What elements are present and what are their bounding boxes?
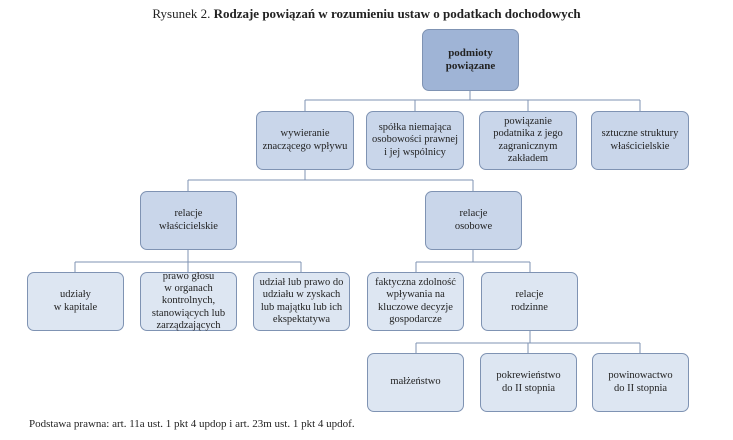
node-label: wywieranie znaczącego wpływu: [262, 128, 348, 152]
node-zdolnosc-wplywania: faktyczna zdolność wpływania na kluczowe…: [367, 272, 464, 331]
node-label: udziały w kapitale: [53, 289, 98, 313]
node-label: faktyczna zdolność wpływania na kluczowe…: [375, 277, 456, 325]
caption-prefix: Rysunek 2.: [152, 6, 211, 21]
node-label: małżeństwo: [390, 376, 441, 388]
node-label: sztuczne struktury właścicielskie: [601, 128, 679, 152]
node-zaklad-zagraniczny: powiązanie podatnika z jego zagranicznym…: [479, 111, 577, 170]
figure-caption: Rysunek 2. Rodzaje powiązań w rozumieniu…: [0, 6, 733, 22]
source-note: Podstawa prawna: art. 11a ust. 1 pkt 4 u…: [29, 418, 355, 430]
node-prawo-glosu: prawo głosu w organach kontrolnych, stan…: [140, 271, 237, 331]
node-podmioty-powiazane: podmioty powiązane: [422, 29, 519, 91]
node-udzialy-w-kapitale: udziały w kapitale: [27, 272, 124, 331]
node-label: spółka niemająca osobowości prawnej i je…: [371, 122, 459, 158]
node-label: udział lub prawo do udziału w zyskach lu…: [259, 277, 344, 325]
caption-title: Rodzaje powiązań w rozumieniu ustaw o po…: [213, 6, 581, 21]
node-wywieranie-wplywu: wywieranie znaczącego wpływu: [256, 111, 354, 170]
node-label: prawo głosu w organach kontrolnych, stan…: [151, 271, 226, 331]
node-label: relacje osobowe: [454, 208, 493, 232]
node-udzial-w-zyskach: udział lub prawo do udziału w zyskach lu…: [253, 272, 350, 331]
node-label: powinowactwo do II stopnia: [608, 370, 673, 394]
node-label: relacje rodzinne: [511, 289, 548, 313]
node-relacje-rodzinne: relacje rodzinne: [481, 272, 578, 331]
node-label: relacje właścicielskie: [159, 208, 218, 232]
node-relacje-osobowe: relacje osobowe: [425, 191, 522, 250]
node-relacje-wlascicielskie: relacje właścicielskie: [140, 191, 237, 250]
node-malzenstwo: małżeństwo: [367, 353, 464, 412]
node-label: powiązanie podatnika z jego zagranicznym…: [493, 116, 563, 164]
node-spolka-bez-osobowosci: spółka niemająca osobowości prawnej i je…: [366, 111, 464, 170]
node-sztuczne-struktury: sztuczne struktury właścicielskie: [591, 111, 689, 170]
node-pokrewienstwo: pokrewieństwo do II stopnia: [480, 353, 577, 412]
node-label: pokrewieństwo do II stopnia: [496, 370, 561, 394]
node-label: podmioty powiązane: [445, 47, 496, 72]
node-powinowactwo: powinowactwo do II stopnia: [592, 353, 689, 412]
